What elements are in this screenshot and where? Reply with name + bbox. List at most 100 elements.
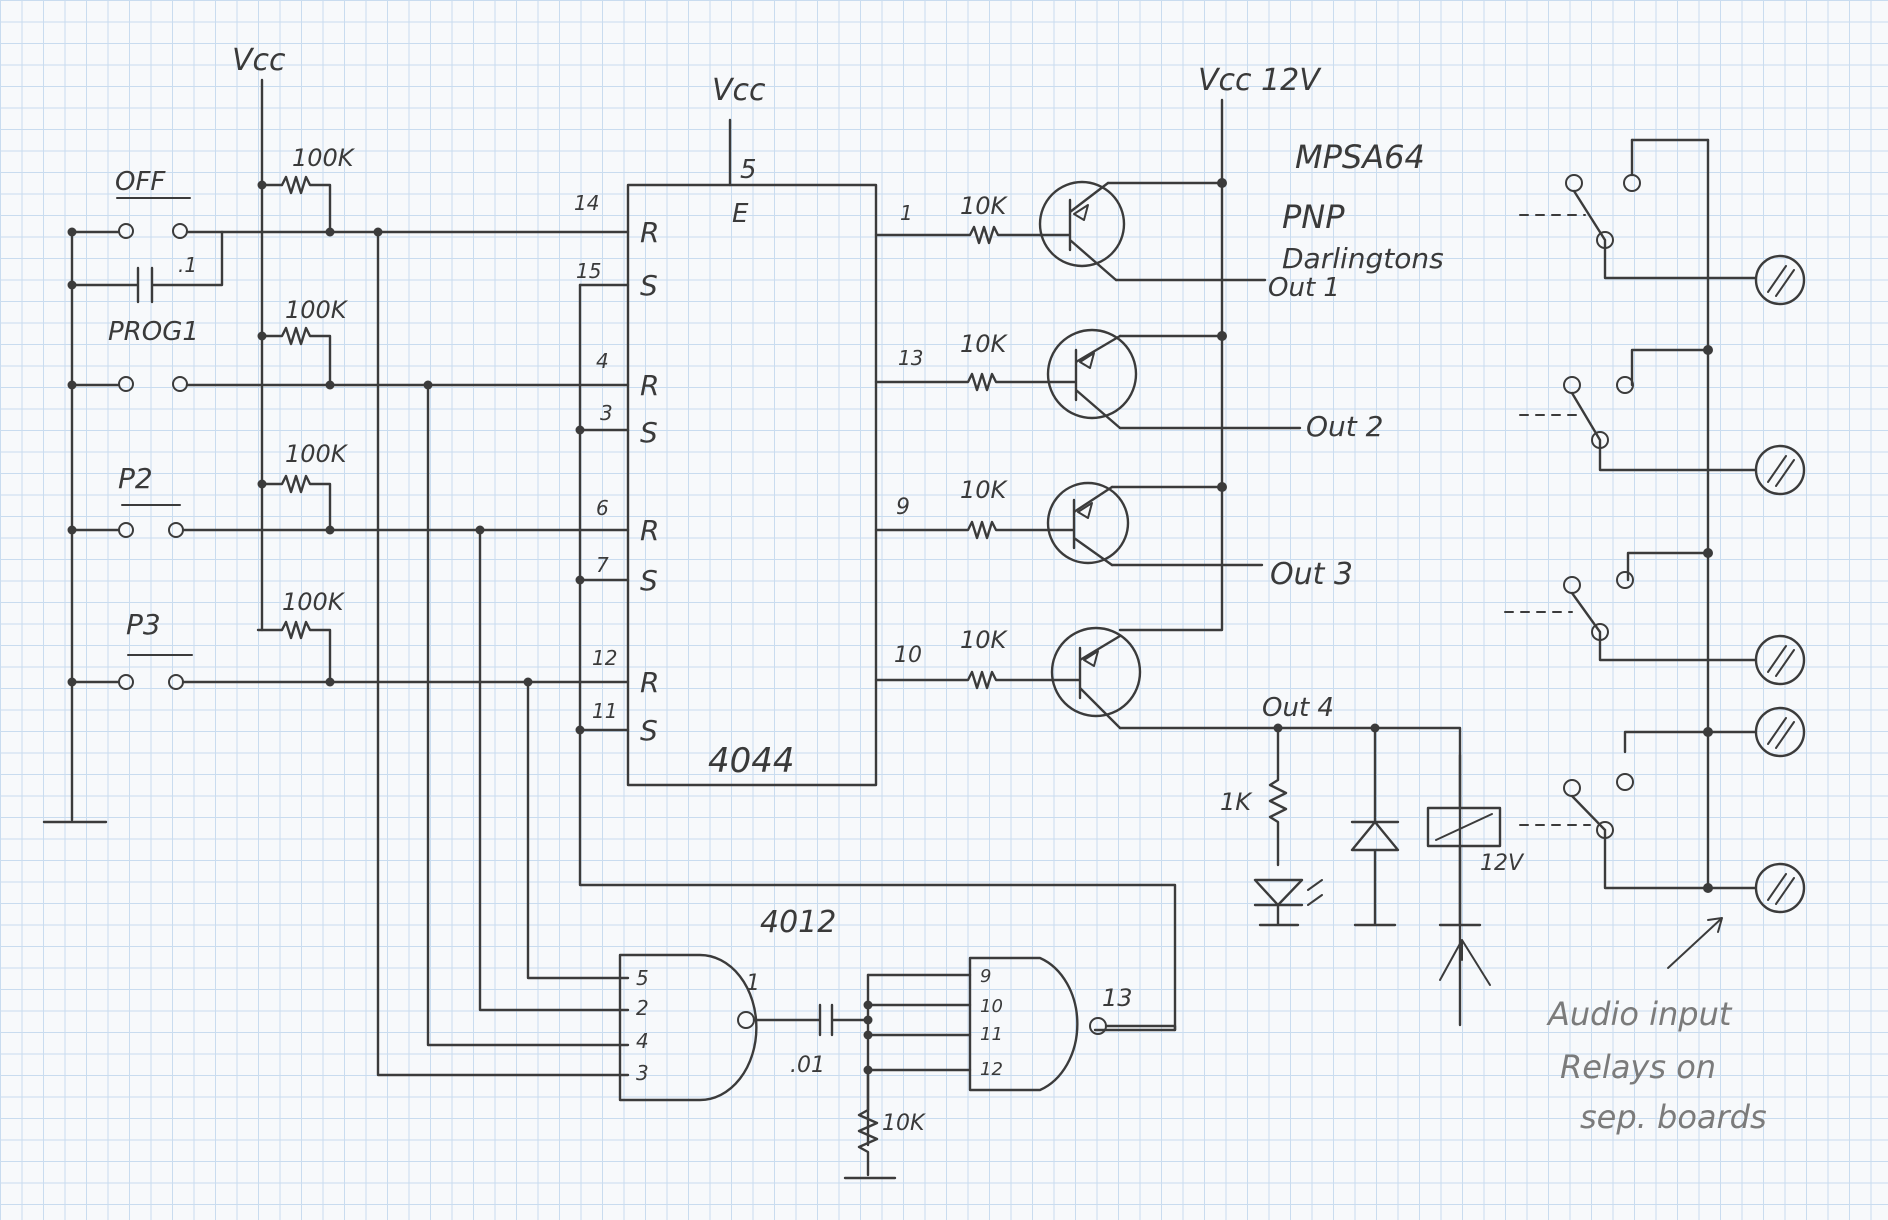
s2-label: S [640,416,658,449]
g2-in-d: 12 [980,1059,1003,1080]
relay3-top-wire [1626,551,1710,582]
transistor-4-leads [1050,634,1122,730]
coil-return-arrow [1439,939,1491,986]
transistor-1-leads [1038,181,1118,282]
s3-label: S [640,564,658,597]
flyback-diode [1350,726,1400,927]
off-contact-a [118,223,134,239]
note-arrow [1667,917,1723,969]
base-resistor-3-value: 10K [960,476,1009,504]
switch-p3-label: P3 [126,608,161,641]
set-common-rail [578,283,1177,1032]
g2-out-pin: 13 [1102,984,1133,1012]
transistor-2-arrow [1079,352,1095,369]
prog1-contact-a [118,376,134,392]
transistor-4-arrow [1083,650,1099,667]
g1-out-pin: 1 [746,971,760,996]
note-line-3: sep. boards [1580,1098,1767,1136]
nand-gate-2-bubble [1089,1017,1107,1035]
base-resistor-2-value: 10K [960,330,1009,358]
base-resistor-3 [874,520,1050,540]
out-pin-13: 13 [898,346,923,370]
latch-enable-label: E [732,199,749,229]
status-led [1253,878,1304,927]
relay4-top-wire [1623,730,1757,754]
pulldown-resistor [843,1068,897,1180]
out-pin-10: 10 [894,643,922,668]
gate-part-label: 4012 [760,905,836,940]
latch-part-label: 4044 [708,741,795,781]
note-line-2: Relays on [1560,1048,1716,1086]
out3-label: Out 3 [1270,557,1353,592]
latch-4044-body [626,183,878,787]
coupling-capacitor-value: .01 [790,1053,825,1078]
tap-p2-to-gate [478,528,630,1012]
pullup1-value: 100K [292,144,356,172]
pin-3-label: 3 [600,401,613,425]
relay3-arm [1570,591,1757,662]
jack-4 [1754,706,1806,758]
p3-contact-a [118,674,134,690]
led-light-rays [1307,879,1323,906]
vcc-12v-rail [1118,98,1224,632]
jack-2-mark [1767,455,1795,487]
led-resistor-value: 1K [1220,788,1253,816]
jack-5-mark [1767,873,1795,905]
relay-coil-slash [1435,813,1493,841]
out4-load-wire [1118,726,1462,1027]
off-contact-b [172,223,188,239]
pulldown-value: 10K [882,1111,926,1136]
tap-off-to-gate [376,230,630,1077]
g2-in-c: 11 [980,1024,1003,1045]
pullup3-resistor [260,474,332,532]
jack-2 [1754,444,1806,496]
nand-gate-2 [968,956,1079,1092]
pullup2-value: 100K [285,296,349,324]
gate2-input-wires [866,973,972,1072]
latch-enable-pin: 5 [740,155,757,185]
jack-3-mark [1767,645,1795,677]
jack-4-mark [1767,717,1795,749]
jack-5 [1754,862,1806,914]
off-capacitor-value: .1 [178,253,197,277]
transistor-4 [1050,626,1142,718]
r1-label: R [640,216,659,249]
p2-contact-b [168,522,184,538]
nand-gate-1-bubble [737,1011,755,1029]
out1-label: Out 1 [1268,273,1340,303]
out4-label: Out 4 [1262,693,1334,723]
base-resistor-4-value: 10K [960,626,1009,654]
vcc-left-label: Vcc [232,43,286,78]
led-resistor [1268,726,1288,867]
transistor-2 [1046,328,1138,420]
pin-12-label: 12 [592,646,617,670]
g1-in-d: 3 [636,1061,649,1085]
r4-label: R [640,666,659,699]
pin-7-label: 7 [596,553,609,577]
s4-label: S [640,714,658,747]
switch-off-label: OFF [115,167,166,197]
transistor-1-arrow [1073,204,1089,221]
relay4-arm [1570,794,1757,890]
jack-1 [1754,254,1806,306]
tap-prog1-to-gate [426,383,630,1047]
jack-1-mark [1767,265,1795,297]
r3-label: R [640,514,659,547]
pin-6-label: 6 [596,496,609,520]
pin-14-label: 14 [574,191,599,215]
jack-3 [1754,634,1806,686]
transistor-3-leads [1046,485,1114,567]
transistor-kind-note: Darlingtons [1282,242,1444,275]
vcc-left-rail [256,78,264,632]
transistor-3-arrow [1077,502,1093,519]
g2-in-a: 9 [980,966,991,987]
relay-coil-wires [1438,753,1482,927]
p3-contact-b [168,674,184,690]
pullup1-resistor [280,175,332,234]
relay-coil [1426,806,1502,848]
relay1-arm [1572,189,1757,280]
transistor-3 [1046,481,1130,565]
relay2-top-wire [1630,348,1710,387]
relay-voltage: 12V [1480,851,1525,876]
